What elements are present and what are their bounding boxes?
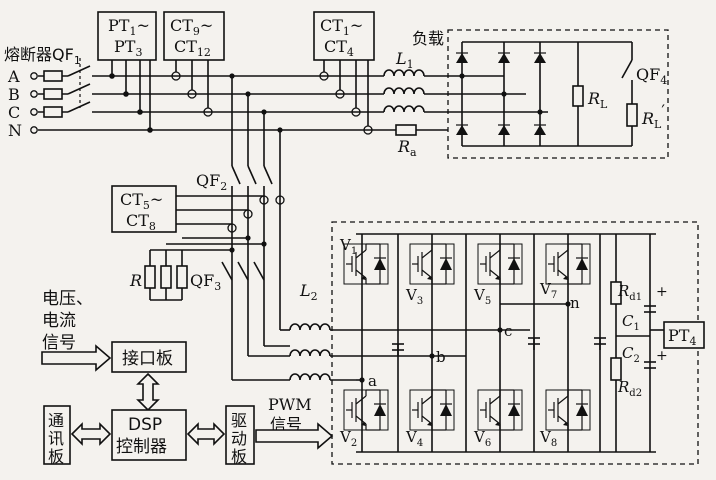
pt13-label-1: PT1~ — [108, 16, 150, 38]
ac-bus — [38, 75, 420, 131]
qf1-switch — [67, 58, 92, 118]
svg-text:V6: V6 — [473, 428, 491, 449]
svg-text:+: + — [656, 284, 668, 300]
l1-inductors: L1 — [383, 49, 425, 118]
svg-text:+: + — [656, 348, 668, 364]
svg-text:V8: V8 — [539, 428, 557, 449]
svg-text:板: 板 — [48, 447, 64, 466]
svg-text:Rd1: Rd1 — [617, 282, 642, 303]
svg-text:板: 板 — [231, 447, 247, 466]
svg-text:V1: V1 — [339, 236, 357, 257]
fuses — [43, 70, 63, 118]
l2-inductors: L2 — [232, 281, 530, 381]
svg-text:V7: V7 — [539, 280, 557, 301]
svg-text:驱: 驱 — [231, 411, 247, 430]
svg-text:A: A — [7, 67, 20, 86]
svg-text:电压、: 电压、 — [42, 289, 93, 309]
svg-text:CT1~: CT1~ — [320, 16, 363, 38]
svg-text:CT4: CT4 — [324, 37, 354, 59]
svg-text:V2: V2 — [339, 428, 357, 449]
svg-text:CT9~: CT9~ — [170, 16, 213, 38]
svg-text:QF4: QF4 — [636, 65, 667, 87]
svg-text:C1: C1 — [622, 312, 640, 333]
svg-text:Ra: Ra — [397, 137, 417, 159]
svg-text:Rd2: Rd2 — [617, 378, 642, 399]
svg-text:熔断器QF1: 熔断器QF1 — [4, 45, 81, 67]
svg-text:CT5~: CT5~ — [120, 190, 163, 212]
svg-text:a: a — [368, 372, 377, 390]
svg-text:动: 动 — [231, 429, 247, 448]
ra-resistor: Ra — [392, 124, 448, 159]
svg-text:控制器: 控制器 — [116, 437, 167, 457]
control-section: 电压、 电流 信号 接口板 DSP 控制器 通 讯 板 驱 动 板 PWM 信号 — [41, 289, 334, 466]
svg-text:c: c — [504, 322, 512, 340]
top-left-labels: 熔断器QF1 A B C N — [4, 45, 81, 140]
svg-text:RL′: RL′ — [641, 101, 665, 131]
svg-text:QF2: QF2 — [196, 171, 227, 193]
pt13-label-2: PT3 — [114, 37, 142, 59]
svg-text:V5: V5 — [473, 286, 491, 307]
inverter-box: PT4 — [331, 221, 705, 465]
svg-text:n: n — [570, 294, 580, 312]
ct1-ct4-box: CT1~ CT4 — [313, 11, 375, 135]
load-box: RL QF4 RL′ — [424, 29, 669, 159]
svg-text:V4: V4 — [405, 428, 423, 449]
svg-text:CT8: CT8 — [126, 211, 156, 233]
svg-text:QF3: QF3 — [190, 271, 221, 293]
svg-text:L2: L2 — [299, 281, 318, 303]
svg-text:R: R — [129, 271, 142, 290]
svg-text:PT4: PT4 — [668, 326, 696, 348]
svg-text:接口板: 接口板 — [122, 349, 173, 369]
svg-text:L1: L1 — [395, 49, 414, 71]
svg-text:b: b — [436, 348, 446, 366]
svg-text:通: 通 — [48, 411, 64, 430]
svg-text:RL: RL — [587, 89, 608, 111]
svg-text:PWM: PWM — [268, 395, 312, 414]
svg-text:N: N — [8, 121, 22, 140]
svg-text:讯: 讯 — [48, 429, 64, 448]
load-label: 负载 — [412, 29, 444, 48]
pt1-pt3-box: PT1~ PT3 — [97, 11, 157, 133]
ct9-ct12-box: CT9~ CT12 — [163, 11, 225, 117]
svg-text:B: B — [8, 85, 20, 104]
inverter-labels: V1 V3 V5 V7 V2 V4 V6 V8 a b c n Rd1 C1 C… — [339, 236, 668, 449]
svg-text:V3: V3 — [405, 286, 423, 307]
phase-terminals — [30, 72, 38, 134]
svg-text:C2: C2 — [622, 344, 640, 365]
svg-text:C: C — [8, 103, 20, 122]
r-qf3-branch: R QF3 — [129, 235, 267, 301]
svg-text:DSP: DSP — [128, 415, 162, 435]
svg-text:电流: 电流 — [42, 311, 76, 331]
svg-text:信号: 信号 — [42, 333, 76, 353]
ct5-ct8-box: CT5~ CT8 — [111, 185, 285, 233]
svg-text:CT12: CT12 — [174, 37, 211, 59]
qf2-branch: QF2 — [196, 73, 283, 380]
